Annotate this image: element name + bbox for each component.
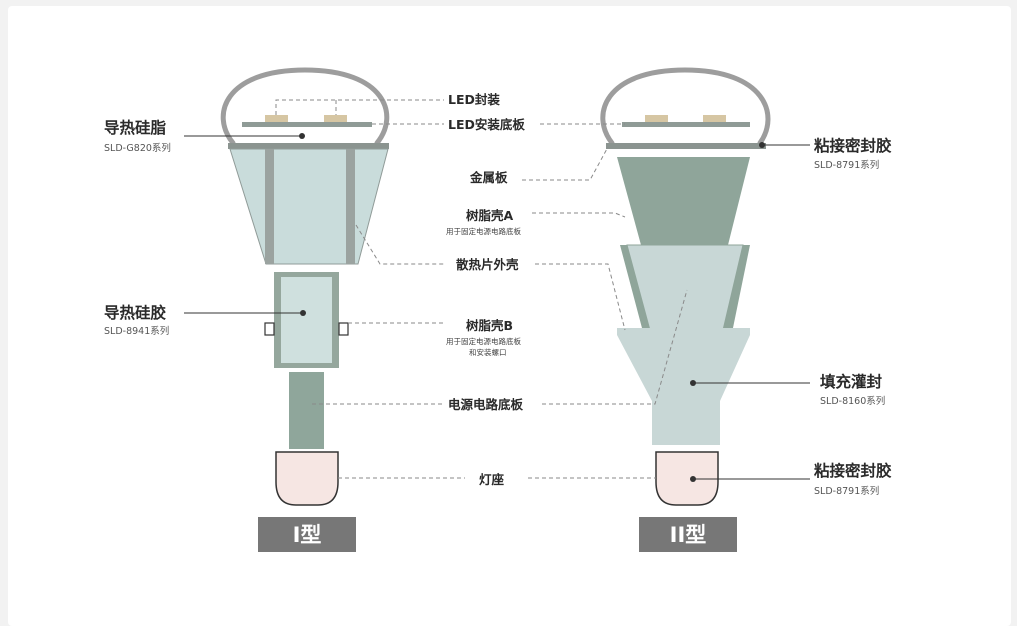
label-led-board: LED安装底板	[448, 117, 525, 132]
leader-lines	[275, 99, 688, 479]
product-thermal-grease-name: 导热硅脂	[104, 118, 167, 137]
type2-potting-area	[617, 328, 750, 445]
type2-lamp-base	[655, 451, 719, 506]
type2-resin-shell-a	[617, 157, 750, 245]
note-resin-shell-a: 用于固定电源电路底板	[446, 226, 521, 236]
product-thermal-gel-model: SLD-8941系列	[104, 325, 169, 337]
label-lamp-base: 灯座	[479, 472, 505, 487]
product-potting-name: 填充灌封	[820, 372, 883, 391]
type1-badge-label: I型	[293, 523, 322, 547]
type2-metal-plate	[606, 143, 766, 149]
product-adhesive-sealant-base-name: 粘接密封胶	[814, 461, 892, 480]
type1-heat-sink-rib-left	[265, 149, 274, 264]
type2-bulb-dome	[600, 67, 771, 146]
type2-led-chip-right	[703, 115, 726, 123]
label-heat-sink-shell: 散热片外壳	[456, 257, 519, 272]
pointer-dots	[299, 133, 765, 482]
diagram-card	[8, 6, 1011, 626]
type2-badge-label: II型	[670, 523, 707, 547]
label-metal-plate: 金属板	[469, 170, 508, 185]
type1-heat-sink-rib-right	[346, 149, 355, 264]
type1-power-board	[289, 372, 324, 449]
label-resin-shell-a: 树脂壳A	[466, 208, 514, 223]
label-power-board: 电源电路底板	[448, 397, 524, 412]
type1-led-chip-right	[324, 115, 347, 123]
product-adhesive-sealant-top-model: SLD-8791系列	[814, 159, 879, 171]
product-thermal-grease-model: SLD-G820系列	[104, 142, 171, 154]
type1-bulb-dome	[220, 67, 390, 146]
product-thermal-gel-name: 导热硅胶	[104, 303, 167, 322]
type2-bulb	[600, 67, 771, 506]
type1-screw-tab-left	[264, 322, 275, 336]
type2-led-board	[622, 122, 750, 127]
type2-badge	[639, 517, 737, 552]
type1-led-board	[242, 122, 372, 127]
type1-thermal-grease-layer	[228, 143, 389, 149]
note-resin-shell-b-line1: 用于固定电源电路底板	[446, 336, 521, 346]
type1-thermal-gel-fill	[281, 277, 332, 363]
type1-badge	[258, 517, 356, 552]
pointer-lines	[184, 135, 810, 480]
product-adhesive-sealant-base-model: SLD-8791系列	[814, 485, 879, 497]
type1-led-chip-left	[265, 115, 288, 123]
type1-bulb	[220, 67, 390, 506]
label-led-package: LED封装	[448, 92, 500, 107]
label-resin-shell-b: 树脂壳B	[466, 318, 513, 333]
note-resin-shell-b-line2: 和安装螺口	[469, 347, 507, 357]
type1-heat-sink-shell	[229, 148, 389, 265]
type1-screw-tab-right	[338, 322, 349, 336]
type1-lamp-base	[275, 451, 339, 506]
product-potting-model: SLD-8160系列	[820, 395, 885, 407]
type2-led-chip-left	[645, 115, 668, 123]
product-adhesive-sealant-top-name: 粘接密封胶	[814, 136, 892, 155]
